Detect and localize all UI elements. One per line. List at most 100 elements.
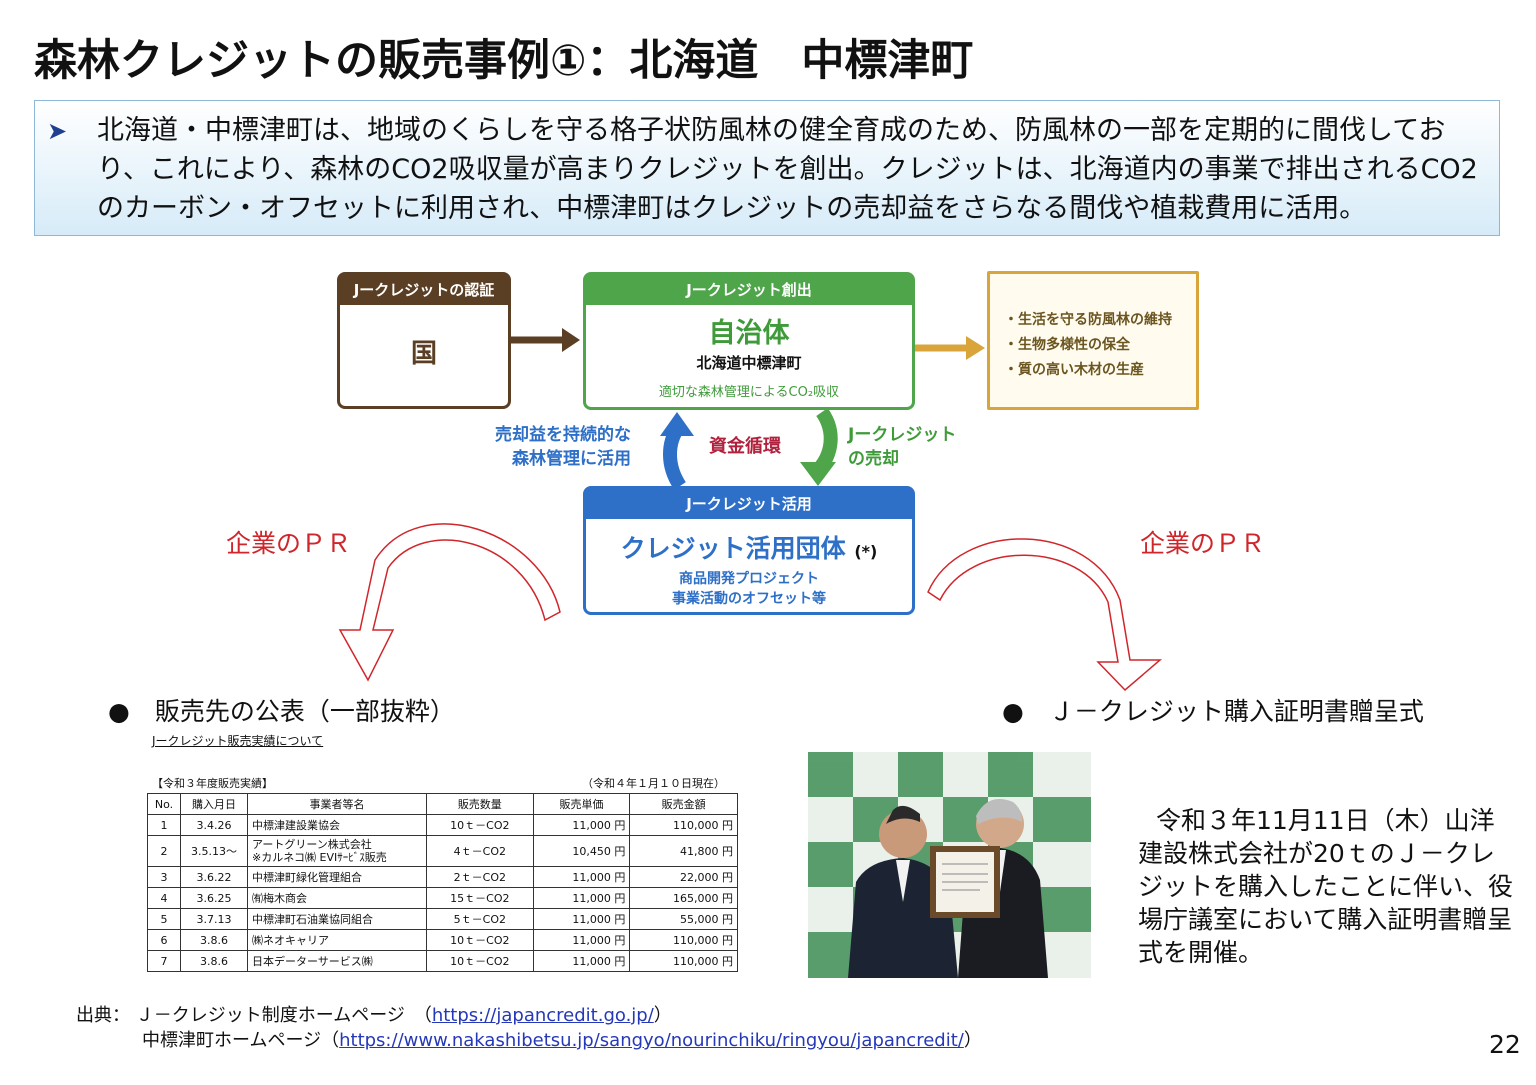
use-box-label: クレジット活用団体 [620, 534, 846, 563]
source-line1-text: Ｊ－クレジット制度ホームページ （ [135, 1005, 432, 1026]
credit-user-box: Jークレジット活用 クレジット活用団体 (*) 商品開発プロジェクト 事業活動の… [583, 486, 915, 615]
muni-box-sub: 北海道中標津町 [696, 354, 802, 372]
source-line2-text: 中標津町ホームページ（ [142, 1030, 340, 1051]
col-header: 事業者等名 [247, 793, 427, 815]
table-cell: 15ｔ－CO2 [426, 887, 534, 909]
page-title: 森林クレジットの販売事例①：北海道 中標津町 [34, 36, 974, 86]
source-line-1: 出典： Ｊ－クレジット制度ホームページ （https://japancredit… [76, 1003, 982, 1028]
ceremony-heading: ● Ｊ－クレジット購入証明書贈呈式 [1002, 697, 1424, 726]
gov-box-header: Jークレジットの認証 [340, 275, 508, 305]
table-cell: 11,000 円 [532, 814, 631, 836]
benefits-box: ・生活を守る防風林の維持 ・生物多様性の保全 ・質の高い木材の生産 [987, 271, 1199, 410]
table-cell: 10,450 円 [532, 835, 631, 867]
table-cell: 41,800 円 [629, 835, 738, 867]
municipality-box: Jークレジット創出 自治体 北海道中標津町 適切な森林管理によるCO₂吸収 [583, 272, 915, 410]
flow-right-line1: Jークレジット [848, 425, 957, 445]
table-cell: 3.7.13 [180, 908, 248, 930]
table-cell: 11,000 円 [532, 887, 631, 909]
table-cell: 中標津建設業協会 [247, 814, 427, 836]
table-cell: 5ｔ－CO2 [426, 908, 534, 930]
benefit-item: ・質の高い木材の生産 [1004, 362, 1144, 378]
table-cell: 22,000 円 [629, 866, 738, 888]
use-box-line2: 事業活動のオフセット等 [672, 591, 826, 607]
source-label: 出典： [76, 1005, 130, 1026]
pr-label-right: 企業のＰＲ [1140, 529, 1266, 558]
muni-box-label: 自治体 [708, 318, 790, 349]
flow-label-cycle: 資金循環 [709, 436, 781, 457]
table-cell: 1 [147, 814, 181, 836]
flow-right-line2: の売却 [848, 449, 899, 469]
table-cell: 4ｔ－CO2 [426, 835, 534, 867]
table-cell: 3.8.6 [180, 950, 248, 972]
col-header: 購入月日 [180, 793, 248, 815]
table-cell: 3 [147, 866, 181, 888]
table-cell: ㈲梅木商会 [247, 887, 427, 909]
bullet-arrow-icon: ➤ [47, 117, 68, 145]
table-cell: 11,000 円 [532, 929, 631, 951]
gov-box: Jークレジットの認証 国 [337, 272, 511, 409]
green-arrow-sell-head [800, 462, 836, 486]
nakashibetsu-link[interactable]: https://www.nakashibetsu.jp/sangyo/nouri… [339, 1030, 964, 1051]
table-cell: 10ｔ－CO2 [426, 929, 534, 951]
use-box-suffix: (*) [854, 542, 878, 561]
col-header: 販売金額 [629, 793, 738, 815]
use-box-header: Jークレジット活用 [586, 489, 912, 519]
flow-left-line2: 森林管理に活用 [512, 449, 631, 469]
table-cell: 3.4.26 [180, 814, 248, 836]
pr-left-arrow-icon [338, 523, 561, 682]
table-cell: 3.6.25 [180, 887, 248, 909]
table-cell: 11,000 円 [532, 866, 631, 888]
table-cell: 2 [147, 835, 181, 867]
source-line1-end: ） [653, 1005, 672, 1026]
table-cell: 3.8.6 [180, 929, 248, 951]
table-cell: 11,000 円 [532, 950, 631, 972]
table-cell: 55,000 円 [629, 908, 738, 930]
muni-box-note: 適切な森林管理によるCO₂吸収 [658, 385, 840, 400]
table-cell: アートグリーン株式会社 ※カルネコ㈱ EVIｻｰﾋﾞｽ販売 [247, 835, 427, 867]
green-arrow-sell [812, 407, 838, 475]
table-cell: 中標津町緑化管理組合 [247, 866, 427, 888]
benefit-item: ・生物多様性の保全 [1004, 337, 1130, 353]
table-cell: 110,000 円 [629, 929, 738, 951]
table-cell: 中標津町石油業協同組合 [247, 908, 427, 930]
pr-label-left: 企業のＰＲ [226, 529, 352, 558]
col-header: 販売単価 [532, 793, 631, 815]
source-line-2: 中標津町ホームページ（https://www.nakashibetsu.jp/s… [76, 1028, 982, 1053]
summary-text: 北海道・中標津町は、地域のくらしを守る格子状防風林の健全育成のため、防風林の一部… [97, 115, 1478, 224]
flow-label-reinvest: 売却益を持続的な 森林管理に活用 [494, 423, 631, 471]
table-header-row: No. 購入月日 事業者等名 販売数量 販売単価 販売金額 [147, 793, 738, 815]
table-cell: 4 [147, 887, 181, 909]
col-header: 販売数量 [426, 793, 534, 815]
ceremony-photo-image [808, 752, 1091, 978]
table-cell: 2ｔ－CO2 [426, 866, 534, 888]
source-citation: 出典： Ｊ－クレジット制度ホームページ （https://japancredit… [76, 1003, 982, 1053]
table-cell: 165,000 円 [629, 887, 738, 909]
col-header: No. [147, 793, 181, 815]
table-cell: 3.5.13～ [180, 835, 248, 867]
ceremony-photo [808, 752, 1091, 978]
jcredit-link[interactable]: https://japancredit.go.jp/ [431, 1005, 654, 1026]
use-box-label-wrap: クレジット活用団体 (*) [586, 529, 912, 565]
table-cell: 10ｔ－CO2 [426, 950, 534, 972]
use-box-line1: 商品開発プロジェクト [679, 571, 819, 587]
blue-arrow-funds [663, 423, 687, 490]
sales-record-link[interactable]: Jークレジット販売実績について [152, 734, 324, 748]
arrow-muni-to-benefit-head [966, 336, 985, 360]
arrow-gov-to-muni-head [562, 328, 580, 352]
sales-heading: ● 販売先の公表（一部抜粋） [108, 697, 455, 726]
source-line2-end: ） [963, 1030, 982, 1051]
table-cell: 7 [147, 950, 181, 972]
table-cell: 110,000 円 [629, 814, 738, 836]
pr-right-arrow-icon [927, 538, 1163, 692]
muni-box-header: Jークレジット創出 [586, 275, 912, 305]
benefit-item: ・生活を守る防風林の維持 [1004, 312, 1172, 328]
ceremony-description: 令和３年11月11日（木）山洋建設株式会社が20ｔのＪ－クレジットを購入したこと… [1138, 806, 1514, 967]
table-cell: 日本データーサービス㈱ [247, 950, 427, 972]
